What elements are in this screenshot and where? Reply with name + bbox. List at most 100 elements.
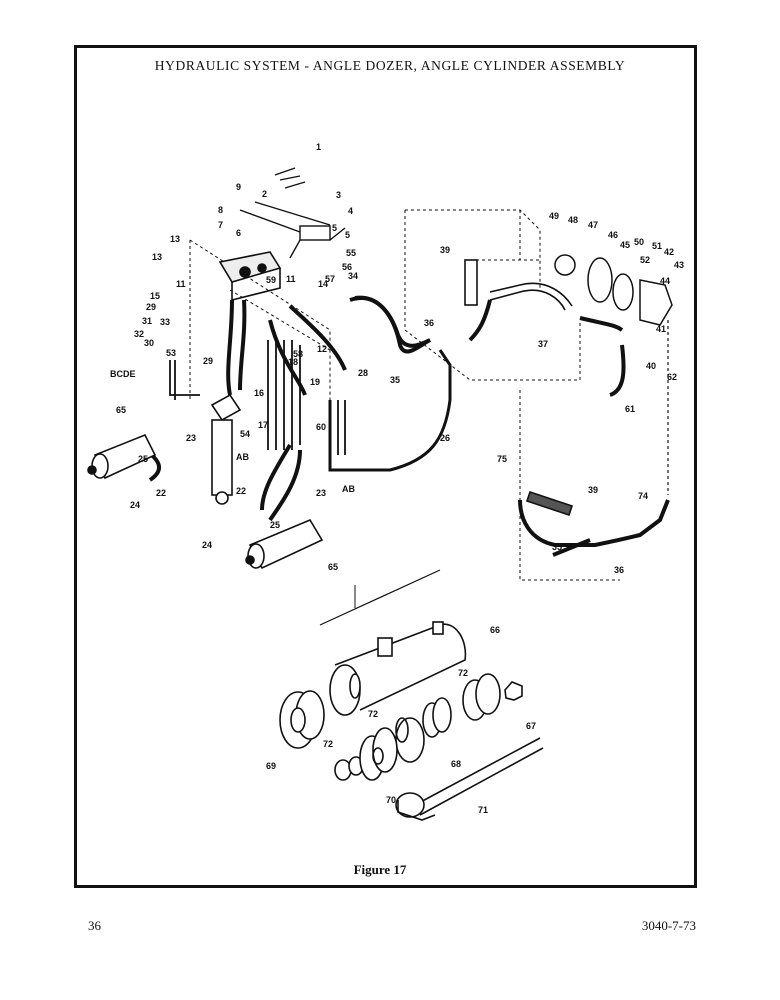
divider-line xyxy=(319,569,441,626)
callout-24: 24 xyxy=(130,500,140,510)
callout-25: 25 xyxy=(138,454,148,464)
suction-tube xyxy=(464,259,573,311)
callout-37: 37 xyxy=(538,339,548,349)
label-bcde: BCDE xyxy=(110,369,136,379)
callout-4: 4 xyxy=(348,206,353,216)
callout-35: 35 xyxy=(552,542,562,552)
callout-2: 2 xyxy=(262,189,267,199)
document-code: 3040-7-73 xyxy=(641,918,696,933)
callout-12: 12 xyxy=(317,344,327,354)
callout-62: 62 xyxy=(667,372,677,382)
callout-15: 15 xyxy=(150,291,160,301)
callout-50: 50 xyxy=(634,237,644,247)
callout-5: 5 xyxy=(332,223,337,233)
callout-36: 36 xyxy=(424,318,434,328)
callout-66: 66 xyxy=(490,625,500,635)
callout-70: 70 xyxy=(386,795,396,805)
callout-7: 7 xyxy=(218,220,223,230)
fitting-35 xyxy=(552,538,591,557)
callout-19: 19 xyxy=(310,377,320,387)
hydraulic-pump xyxy=(554,254,673,326)
callout-28: 28 xyxy=(358,368,368,378)
callout-6: 6 xyxy=(236,228,241,238)
callout-39: 39 xyxy=(588,485,598,495)
callout-52: 52 xyxy=(640,255,650,265)
callout-69: 69 xyxy=(266,761,276,771)
angle-cylinder-right xyxy=(245,518,324,570)
callout-72: 72 xyxy=(323,739,333,749)
callout-33: 33 xyxy=(160,317,170,327)
callout-32: 32 xyxy=(134,329,144,339)
callout-60: 60 xyxy=(316,422,326,432)
callout-9: 9 xyxy=(236,182,241,192)
callout-22: 22 xyxy=(236,486,246,496)
callout-11: 11 xyxy=(176,279,186,289)
callout-29: 29 xyxy=(203,356,213,366)
callout-67: 67 xyxy=(526,721,536,731)
callout-35: 35 xyxy=(390,375,400,385)
callout-45: 45 xyxy=(620,240,630,250)
lift-cylinder xyxy=(210,393,242,505)
control-valve xyxy=(218,251,282,302)
callout-43: 43 xyxy=(674,260,684,270)
callout-42: 42 xyxy=(664,247,674,257)
callout-65: 65 xyxy=(328,562,338,572)
callout-11: 11 xyxy=(286,274,296,284)
callout-34: 34 xyxy=(348,271,358,281)
label-ab-2: AB xyxy=(342,484,355,494)
angle-cylinder-left xyxy=(87,433,157,480)
callout-55: 55 xyxy=(346,248,356,258)
callout-16: 16 xyxy=(254,388,264,398)
callout-46: 46 xyxy=(608,230,618,240)
hose-lines-left xyxy=(143,296,431,522)
page-title: HYDRAULIC SYSTEM - ANGLE DOZER, ANGLE CY… xyxy=(154,58,626,73)
callout-49: 49 xyxy=(549,211,559,221)
cylinder-exploded xyxy=(279,621,544,821)
callout-59: 59 xyxy=(266,275,276,285)
callout-36: 36 xyxy=(614,565,624,575)
figure-frame xyxy=(74,45,697,888)
callout-74: 74 xyxy=(638,491,648,501)
callout-23: 23 xyxy=(186,433,196,443)
callout-61: 61 xyxy=(625,404,635,414)
callout-24: 24 xyxy=(202,540,212,550)
callout-3: 3 xyxy=(336,190,341,200)
label-ab-1: AB xyxy=(236,452,249,462)
callout-72: 72 xyxy=(368,709,378,719)
callout-23: 23 xyxy=(316,488,326,498)
callout-29: 29 xyxy=(146,302,156,312)
callout-75: 75 xyxy=(497,454,507,464)
callout-8: 8 xyxy=(218,205,223,215)
control-linkage xyxy=(239,167,346,259)
callout-14: 14 xyxy=(318,279,328,289)
callout-5: 5 xyxy=(345,230,350,240)
callout-57: 57 xyxy=(325,274,335,284)
callout-31: 31 xyxy=(142,316,152,326)
callout-65: 65 xyxy=(116,405,126,415)
callout-13: 13 xyxy=(170,234,180,244)
rigid-tubes xyxy=(169,340,452,472)
callout-71: 71 xyxy=(478,805,488,815)
callout-30: 30 xyxy=(144,338,154,348)
callout-1: 1 xyxy=(316,142,321,152)
callout-13: 13 xyxy=(152,252,162,262)
callout-22: 22 xyxy=(156,488,166,498)
callout-58: 58 xyxy=(293,349,303,359)
callout-17: 17 xyxy=(258,420,268,430)
callout-41: 41 xyxy=(656,324,666,334)
callout-72: 72 xyxy=(458,668,468,678)
callout-39: 39 xyxy=(440,245,450,255)
callout-44: 44 xyxy=(660,276,670,286)
figure-caption: Figure 17 xyxy=(353,862,407,877)
callout-48: 48 xyxy=(568,215,578,225)
callout-53: 53 xyxy=(166,348,176,358)
callout-56: 56 xyxy=(342,262,352,272)
callout-26: 26 xyxy=(440,433,450,443)
callout-68: 68 xyxy=(451,759,461,769)
callout-51: 51 xyxy=(652,241,662,251)
callout-40: 40 xyxy=(646,361,656,371)
callout-25: 25 xyxy=(270,520,280,530)
page-number: 36 xyxy=(88,918,101,933)
callout-54: 54 xyxy=(240,429,250,439)
